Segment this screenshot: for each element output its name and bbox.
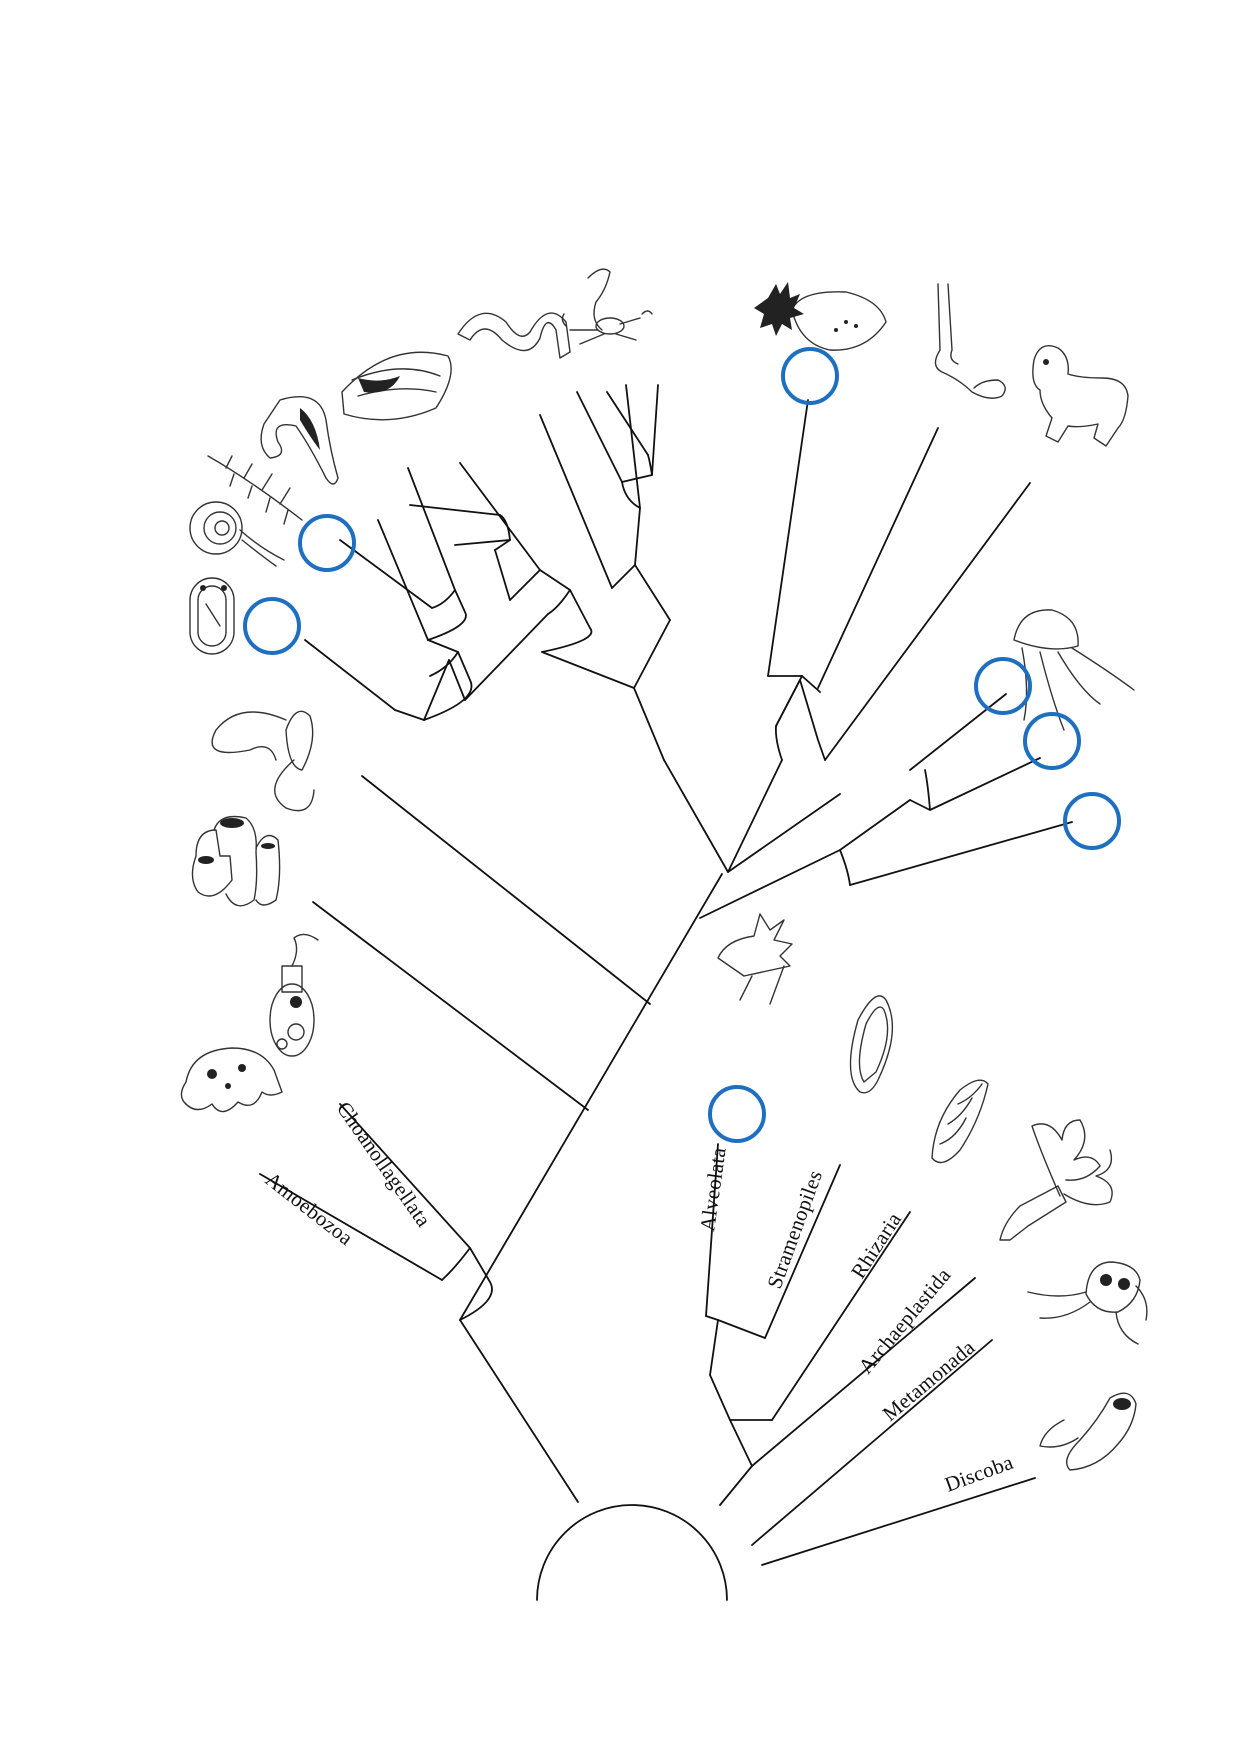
diaphoretickes-branches <box>705 1143 1036 1566</box>
label-alveolata: Alveolata <box>695 1145 731 1232</box>
cnidaria-branches <box>699 693 1073 919</box>
dinoflagellate-icon <box>717 913 793 1005</box>
label-choanoflagellata: Choanollagellata <box>332 1097 436 1232</box>
flatworm-icon <box>260 396 339 485</box>
blank-marker-3[interactable] <box>781 347 839 405</box>
earthworm-icon <box>934 283 1006 399</box>
diatom-icon <box>849 995 894 1094</box>
sponge-icon <box>191 815 281 907</box>
label-rhizaria: Rhizaria <box>846 1208 906 1283</box>
mushroom-icon <box>754 282 887 351</box>
giardia-icon <box>1027 1261 1148 1345</box>
blank-marker-7[interactable] <box>708 1085 766 1143</box>
clade-labels: Amoebozoa Choanollagellata Alveolata Str… <box>261 1097 1017 1497</box>
comb-jelly-icon <box>211 710 315 812</box>
opisthokont-right-branches <box>727 399 1031 873</box>
nautilus-icon <box>189 501 285 567</box>
tardigrade-icon <box>189 577 235 655</box>
nematode-icon <box>457 312 571 359</box>
label-amoebozoa: Amoebozoa <box>261 1167 358 1250</box>
blank-marker-4[interactable] <box>974 657 1032 715</box>
animal-branches <box>304 384 671 761</box>
plant-icon <box>999 1119 1113 1241</box>
root-arc <box>536 1504 728 1601</box>
blank-marker-1[interactable] <box>243 597 301 655</box>
choanoflagellate-icon <box>269 933 319 1057</box>
blank-marker-2[interactable] <box>298 514 356 572</box>
amorphea-branches <box>259 759 841 1503</box>
jellyfish-icon <box>1013 609 1135 731</box>
blank-markers <box>243 347 1121 1143</box>
fern-icon <box>207 455 303 525</box>
blank-marker-6[interactable] <box>1063 792 1121 850</box>
blank-marker-5[interactable] <box>1023 712 1081 770</box>
foraminifera-icon <box>931 1079 989 1164</box>
dog-icon <box>1032 345 1129 447</box>
amoeba-icon <box>180 1047 283 1113</box>
mussel-icon <box>341 351 452 421</box>
label-stramenopiles: Stramenopiles <box>762 1167 827 1292</box>
euglena-icon <box>1039 1392 1137 1471</box>
label-discoba: Discoba <box>942 1450 1017 1497</box>
scorpion-icon <box>561 268 653 345</box>
